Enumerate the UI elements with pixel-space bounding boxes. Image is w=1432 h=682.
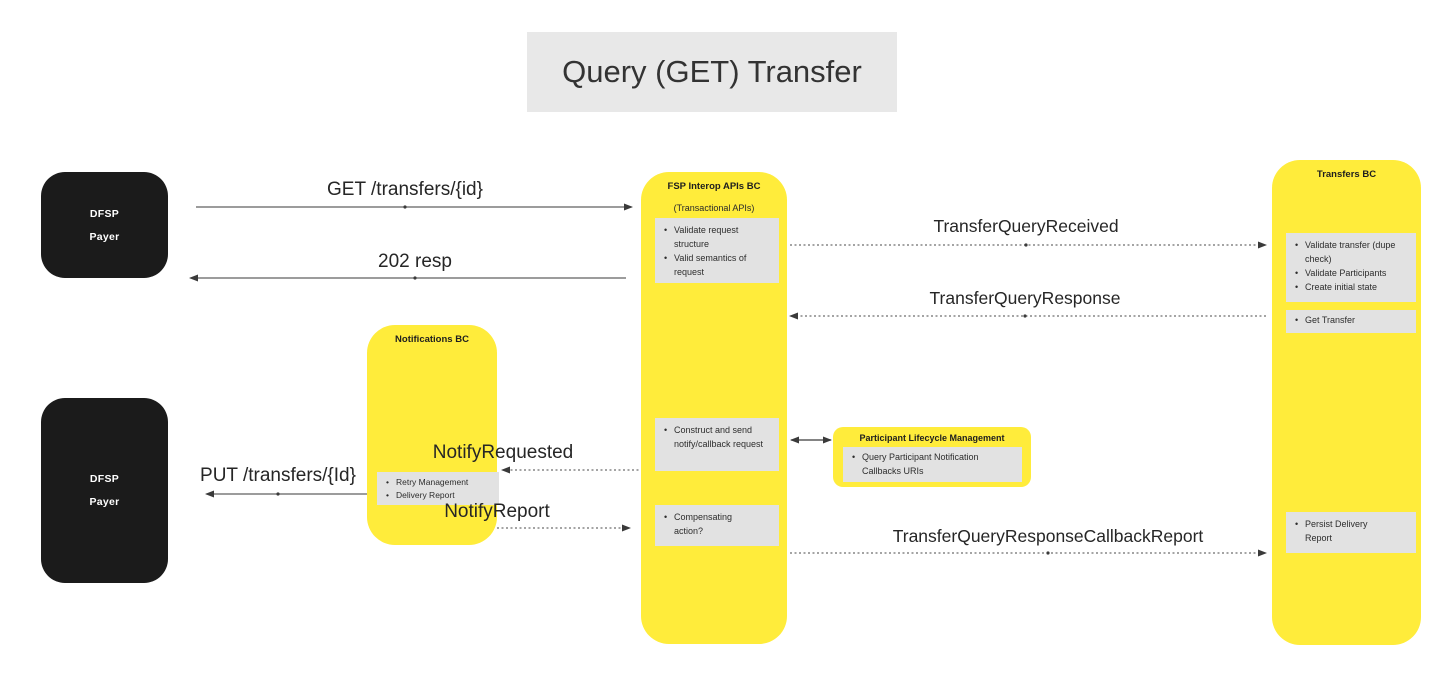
message-label-notify-report: NotifyReport bbox=[444, 501, 550, 522]
actor-label: DFSP bbox=[89, 207, 120, 220]
bullet-item: Validate Participants bbox=[1292, 267, 1412, 281]
message-label-notify-requested: NotifyRequested bbox=[432, 442, 574, 463]
process-box: Compensating action? bbox=[655, 505, 779, 546]
process-box: Validate request structure Valid semanti… bbox=[655, 218, 779, 283]
process-box: Persist Delivery Report bbox=[1286, 512, 1416, 553]
process-list: Validate request structure Valid semanti… bbox=[661, 224, 775, 280]
process-list: Validate transfer (dupe check) Validate … bbox=[1292, 239, 1412, 295]
bullet-item: Query Participant Notification Callbacks… bbox=[849, 451, 1018, 479]
bullet-item: Validate request structure bbox=[661, 224, 775, 252]
bullet-item: Get Transfer bbox=[1292, 314, 1412, 328]
message-label-transfer-query-response-callback-report: TransferQueryResponseCallbackReport bbox=[892, 526, 1204, 546]
bullet-item: Construct and send notify/callback reque… bbox=[661, 424, 775, 452]
message-label-get-transfers: GET /transfers/{id} bbox=[327, 179, 483, 200]
message-label-put-transfers: PUT /transfers/{Id} bbox=[200, 465, 356, 486]
connector-joint bbox=[1046, 551, 1050, 555]
container-subtitle: (Transactional APIs) bbox=[673, 203, 755, 213]
actor-dfsp-payer-bottom: DFSP Payer bbox=[41, 398, 168, 583]
container-fsp-interop-apis-bc: FSP Interop APIs BC (Transactional APIs)… bbox=[641, 172, 787, 644]
bullet-item: Delivery Report bbox=[383, 489, 495, 502]
container-notifications-bc: Notifications BC Retry Management Delive… bbox=[367, 325, 499, 545]
bullet-item: Create initial state bbox=[1292, 281, 1412, 295]
connector-joint bbox=[276, 492, 280, 496]
connector-joint bbox=[413, 276, 417, 280]
message-label-transfer-query-received: TransferQueryReceived bbox=[933, 216, 1119, 236]
process-box: Get Transfer bbox=[1286, 310, 1416, 333]
actor-label: Payer bbox=[89, 496, 120, 508]
message-label-202-resp: 202 resp bbox=[378, 251, 452, 272]
bullet-item: Persist Delivery Report bbox=[1292, 518, 1412, 546]
container-participant-lifecycle-management: Participant Lifecycle Management Query P… bbox=[833, 427, 1031, 487]
process-list: Query Participant Notification Callbacks… bbox=[849, 451, 1018, 479]
process-list: Compensating action? bbox=[661, 511, 775, 539]
container-title: Transfers BC bbox=[1316, 169, 1377, 180]
connector-joint bbox=[1024, 243, 1028, 247]
container-title: Participant Lifecycle Management bbox=[859, 433, 1005, 443]
actor-label: DFSP bbox=[89, 473, 120, 485]
container-transfers-bc: Transfers BC Validate transfer (dupe che… bbox=[1272, 160, 1421, 645]
process-list: Persist Delivery Report bbox=[1292, 518, 1412, 546]
bullet-item: Valid semantics of request bbox=[661, 252, 775, 280]
connector-joint bbox=[1023, 314, 1027, 318]
diagram-title-text: Query (GET) Transfer bbox=[562, 54, 862, 89]
process-list: Construct and send notify/callback reque… bbox=[661, 424, 775, 452]
actor-dfsp-payer-top: DFSP Payer bbox=[41, 172, 168, 278]
process-list: Retry Management Delivery Report bbox=[383, 476, 495, 503]
process-box: Construct and send notify/callback reque… bbox=[655, 418, 779, 471]
bullet-item: Compensating action? bbox=[661, 511, 775, 539]
process-box: Retry Management Delivery Report bbox=[377, 472, 499, 505]
process-box: Validate transfer (dupe check) Validate … bbox=[1286, 233, 1416, 302]
message-label-transfer-query-response: TransferQueryResponse bbox=[929, 288, 1121, 308]
actor-label: Payer bbox=[89, 230, 120, 243]
connector-joint bbox=[403, 205, 407, 209]
bullet-item: Validate transfer (dupe check) bbox=[1292, 239, 1412, 267]
container-title: Notifications BC bbox=[395, 334, 469, 345]
diagram-title: Query (GET) Transfer bbox=[527, 32, 897, 112]
process-list: Get Transfer bbox=[1292, 314, 1412, 328]
bullet-item: Retry Management bbox=[383, 476, 495, 489]
process-box: Query Participant Notification Callbacks… bbox=[843, 447, 1022, 482]
container-title: FSP Interop APIs BC bbox=[667, 181, 761, 192]
